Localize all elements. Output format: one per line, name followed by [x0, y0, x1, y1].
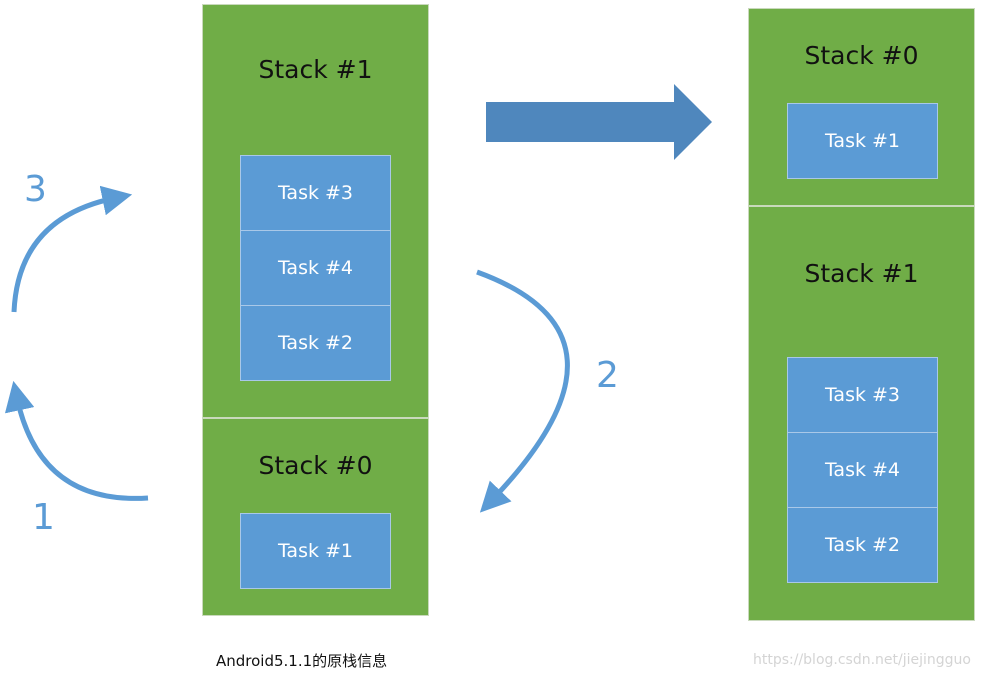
- stack-title: Stack #0: [804, 41, 919, 70]
- curved-arrow-2: [476, 269, 570, 513]
- stack-title: Stack #1: [258, 55, 373, 84]
- step-number-1: 1: [32, 497, 55, 538]
- task-box: Task #3: [240, 155, 391, 231]
- task-box: Task #2: [787, 507, 938, 583]
- watermark-text: https://blog.csdn.net/jiejingguo: [752, 652, 971, 668]
- curved-arrow-1: [4, 380, 149, 501]
- task-box: Task #4: [240, 230, 391, 306]
- stack-title: Stack #0: [258, 451, 373, 480]
- figure-caption: Android5.1.1的原栈信息: [216, 652, 388, 670]
- left-upper-stack: Stack #1 Task #3 Task #4 Task #2: [202, 4, 429, 418]
- step-number-2: 2: [596, 355, 619, 396]
- step-number-3: 3: [24, 169, 47, 210]
- stack-title: Stack #1: [804, 259, 919, 288]
- right-lower-stack: Stack #1 Task #3 Task #4 Task #2: [748, 206, 975, 621]
- curved-arrow-3: [11, 185, 133, 313]
- task-box: Task #1: [787, 103, 938, 179]
- task-box: Task #4: [787, 432, 938, 508]
- left-lower-stack: Stack #0 Task #1: [202, 418, 429, 616]
- right-upper-stack: Stack #0 Task #1: [748, 8, 975, 206]
- task-box: Task #3: [787, 357, 938, 433]
- task-box: Task #2: [240, 305, 391, 381]
- big-right-arrow: [486, 84, 712, 160]
- task-box: Task #1: [240, 513, 391, 589]
